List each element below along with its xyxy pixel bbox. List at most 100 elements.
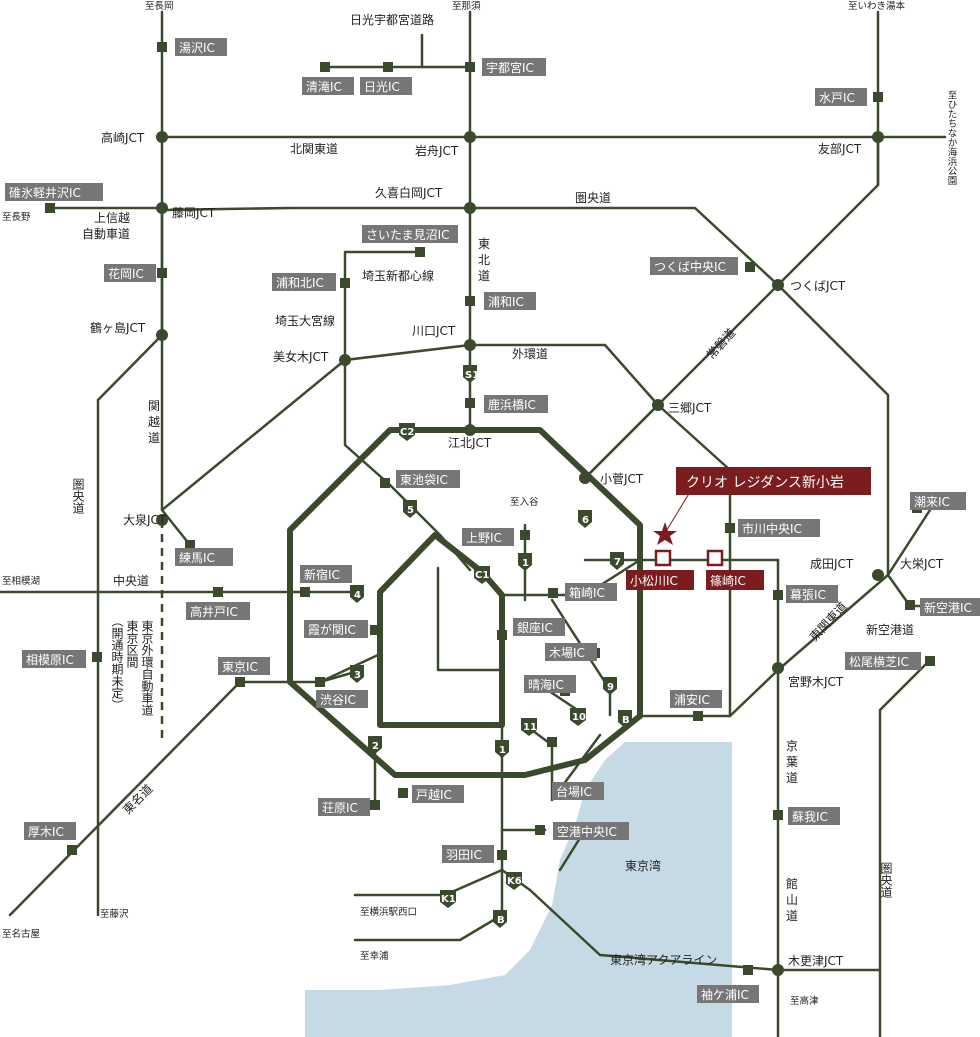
route-shield: 7 — [610, 552, 624, 570]
ic-label: 幕張IC — [786, 585, 838, 603]
place-label: 外環道 — [512, 347, 548, 361]
place-label: 埼玉大宮線 — [275, 313, 335, 328]
place-labels: 至長岡 至那須 日光宇都宮道路 至いわき湯本 至ひたちなか海浜公園 高崎JCT … — [2, 0, 957, 1007]
ic-label: 新宿IC — [300, 565, 352, 583]
place-label: 至那須 — [452, 1, 481, 12]
svg-text:蘇我IC: 蘇我IC — [792, 810, 828, 824]
svg-text:2: 2 — [372, 741, 379, 752]
place-label: 宮野木JCT — [788, 674, 844, 689]
place-label: 新空港道 — [866, 622, 914, 637]
ic-label: 浦安IC — [670, 690, 722, 708]
place-label: 至いわき湯本 — [848, 0, 906, 12]
ic-label: 戸越IC — [412, 785, 464, 803]
route-shield: 10 — [570, 708, 586, 726]
ic-label: 空港中央IC — [553, 822, 629, 840]
place-label: 道 — [148, 431, 160, 445]
svg-text:水戸IC: 水戸IC — [819, 91, 855, 105]
svg-text:浦和IC: 浦和IC — [488, 295, 524, 309]
ic-label: 霞が関IC — [304, 620, 368, 638]
route-shield: 4 — [350, 585, 364, 603]
svg-text:K6: K6 — [507, 876, 522, 887]
svg-text:東京IC: 東京IC — [222, 660, 258, 674]
ic-label: 蘇我IC — [788, 807, 840, 825]
svg-text:霞が関IC: 霞が関IC — [308, 622, 356, 637]
svg-text:鹿浜橋IC: 鹿浜橋IC — [488, 397, 536, 412]
place-label: 小菅JCT — [600, 472, 644, 486]
svg-text:厚木IC: 厚木IC — [28, 825, 64, 839]
svg-text:10: 10 — [572, 712, 586, 723]
ic-label: 日光IC — [360, 77, 412, 95]
svg-text:高井戸IC: 高井戸IC — [190, 604, 238, 619]
place-label: 至入谷 — [510, 497, 539, 508]
place-label: 友部JCT — [818, 141, 862, 156]
ic-markers — [45, 42, 935, 975]
svg-text:浦安IC: 浦安IC — [674, 692, 710, 707]
tokyo-bay — [305, 742, 732, 1037]
place-label: 東 — [478, 237, 490, 251]
ic-label: 荘原IC — [318, 798, 370, 816]
svg-text:市川中央IC: 市川中央IC — [742, 521, 802, 536]
ic-label: 厚木IC — [24, 822, 76, 840]
svg-text:C2: C2 — [400, 427, 414, 438]
svg-text:B: B — [497, 915, 505, 926]
ic-label: 碓氷軽井沢IC — [5, 183, 103, 201]
svg-text:小松川IC: 小松川IC — [630, 574, 678, 588]
place-label: 圏央道 — [879, 862, 893, 898]
svg-text:5: 5 — [407, 505, 414, 516]
svg-text:箱崎IC: 箱崎IC — [569, 585, 605, 600]
property-star-icon — [653, 522, 677, 545]
property-name: クリオ レジダンス新小岩 — [686, 475, 844, 491]
ic-label: 潮来IC — [910, 492, 966, 510]
ic-label: 市川中央IC — [738, 519, 820, 537]
route-shields: S1 C2 5 C1 1 6 7 4 3 9 B 2 11 10 1 K1 K6… — [350, 365, 632, 928]
place-label: 越 — [148, 415, 160, 429]
route-shield: C1 — [474, 566, 490, 584]
svg-text:11: 11 — [523, 722, 537, 733]
svg-text:1: 1 — [522, 558, 529, 569]
svg-text:清滝IC: 清滝IC — [306, 80, 342, 94]
svg-text:空港中央IC: 空港中央IC — [557, 824, 617, 839]
place-label: 至名古屋 — [2, 928, 40, 940]
place-label: 大泉JCT — [123, 513, 167, 527]
ic-label: 新空港IC — [920, 598, 980, 616]
route-shield: 1 — [518, 553, 532, 571]
svg-text:K1: K1 — [441, 894, 456, 905]
place-label: 上信越 — [94, 211, 130, 225]
place-label: 東京外環自動車道 — [140, 620, 154, 716]
ic-label: つくば中央IC — [650, 257, 738, 275]
junction-nodes — [156, 131, 884, 976]
svg-text:練馬IC: 練馬IC — [179, 551, 215, 565]
svg-text:羽田IC: 羽田IC — [446, 848, 482, 862]
place-label: 至相模湖 — [2, 575, 40, 587]
ic-label: 東池袋IC — [396, 470, 460, 488]
svg-text:新空港IC: 新空港IC — [924, 600, 972, 615]
place-label: 東京区間 — [125, 620, 139, 668]
svg-text:つくば中央IC: つくば中央IC — [654, 259, 726, 274]
ic-label: 渋谷IC — [316, 690, 368, 708]
place-label: 至藤沢 — [100, 908, 129, 920]
place-label: 中央道 — [113, 573, 149, 588]
place-label: 京 — [786, 739, 798, 753]
svg-text:花岡IC: 花岡IC — [108, 266, 144, 281]
svg-text:9: 9 — [607, 682, 614, 693]
route-shield: S1 — [463, 365, 479, 383]
svg-text:東池袋IC: 東池袋IC — [400, 473, 448, 487]
place-label: 至幸浦 — [360, 950, 389, 962]
svg-text:宇都宮IC: 宇都宮IC — [486, 60, 534, 75]
route-shield: 6 — [578, 510, 592, 528]
route-shield: 11 — [521, 718, 537, 736]
highlight-ic-komatsugawa: 小松川IC — [626, 549, 694, 590]
svg-text:幕張IC: 幕張IC — [790, 588, 826, 602]
svg-text:1: 1 — [499, 745, 506, 756]
route-shield: C2 — [399, 423, 415, 441]
svg-text:戸越IC: 戸越IC — [416, 788, 452, 802]
place-label: 道 — [786, 771, 798, 785]
route-shield: 2 — [368, 736, 382, 754]
svg-text:篠崎IC: 篠崎IC — [710, 573, 746, 588]
place-label: 道 — [786, 909, 798, 923]
ic-label: 水戸IC — [815, 88, 867, 106]
place-label: 鶴ヶ島JCT — [90, 320, 146, 335]
svg-text:S1: S1 — [465, 370, 479, 381]
svg-text:新宿IC: 新宿IC — [304, 567, 340, 582]
property-callout: クリオ レジダンス新小岩 — [653, 467, 871, 545]
